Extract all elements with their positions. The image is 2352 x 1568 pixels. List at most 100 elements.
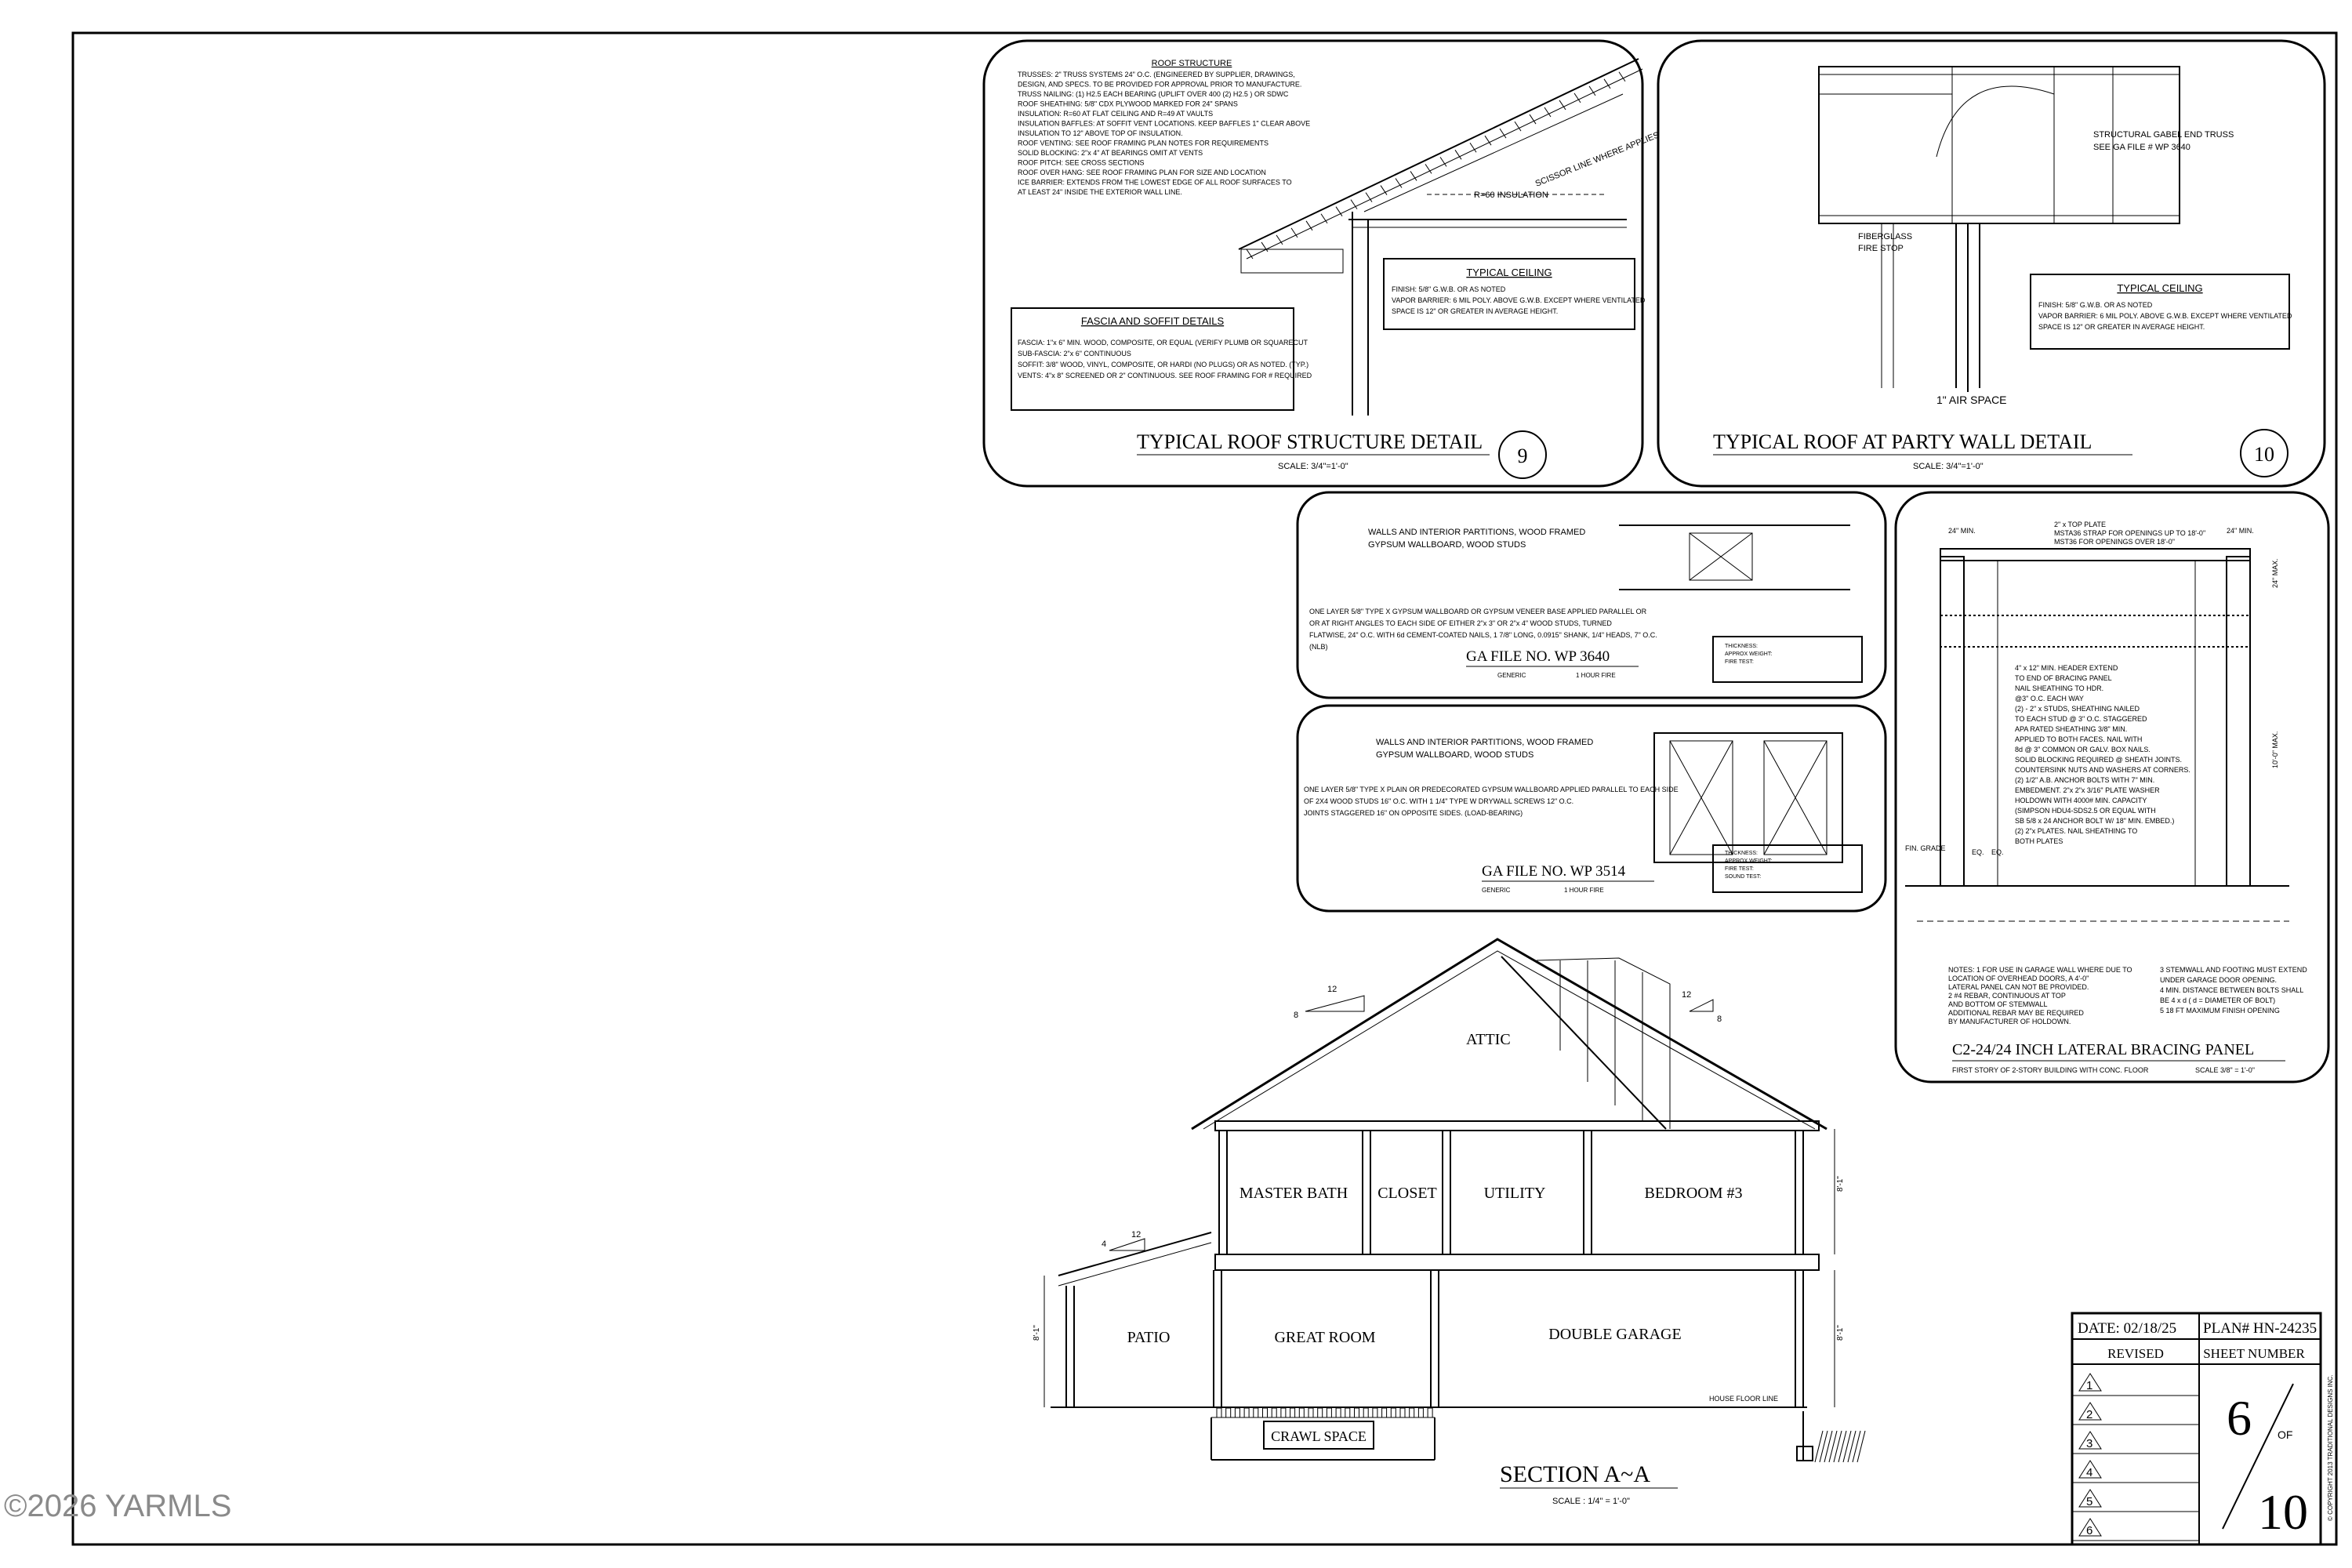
tb-date: DATE: 02/18/25 (2078, 1320, 2176, 1337)
attic-rafter (1501, 956, 1667, 1130)
crawl-joist (1290, 1407, 1296, 1418)
dim-right: 24" MIN. (2227, 527, 2254, 535)
revision-triangle (2078, 1402, 2102, 1421)
ga-3514-heading-2: GYPSUM WALLBOARD, WOOD STUDS (1376, 750, 1534, 760)
tb-copyright: © COPYRIGHT 2013 TRADITIONAL DESIGNS INC… (2327, 1374, 2334, 1521)
height-patio: 8'-1" (1033, 1325, 1041, 1341)
shingle-tick (1380, 185, 1388, 195)
room-closet: CLOSET (1377, 1185, 1437, 1202)
main-roof-inner (1203, 950, 1816, 1130)
tb-slash (2222, 1383, 2294, 1530)
bracing-legend-r-0: 3 STEMWALL AND FOOTING MUST EXTEND (2160, 966, 2307, 974)
ga-3514-info-4: SOUND TEST: (1725, 874, 1761, 880)
second-floor-deck (1214, 1254, 1820, 1271)
detail-10-scale: SCALE: 3/4"=1'-0" (1913, 462, 1984, 471)
shingle-tick (1618, 71, 1626, 82)
ga-3640-desc-0: ONE LAYER 5/8" TYPE X GYPSUM WALLBOARD O… (1309, 608, 1647, 615)
bracing-legend-5: ADDITIONAL REBAR MAY BE REQUIRED (1948, 1009, 2084, 1017)
roof-structure-heading: ROOF STRUCTURE (1152, 59, 1232, 68)
eq-label-2: EQ. (1991, 848, 2004, 856)
room-great-room: GREAT ROOM (1274, 1329, 1375, 1346)
ceiling-note-0: FINISH: 5/8" G.W.B. OR AS NOTED (1392, 285, 1506, 293)
roof-note-4: INSULATION: R=60 AT FLAT CEILING AND R=4… (1018, 110, 1213, 118)
ga-3640-panel: WALLS AND INTERIOR PARTITIONS, WOOD FRAM… (1296, 491, 1887, 699)
bracing-note-7: APPLIED TO BOTH FACES. NAIL WITH (2015, 735, 2142, 743)
detail-10-number: 10 (2254, 443, 2274, 466)
crawl-joist (1409, 1407, 1415, 1418)
grade-hatch-line (1824, 1430, 1833, 1463)
ga-3514-stud-1 (1669, 740, 1733, 855)
revision-number-5: 5 (2086, 1495, 2092, 1508)
patio-roof (1058, 1232, 1212, 1276)
crawl-joist (1271, 1407, 1277, 1418)
shingle-tick (1395, 178, 1403, 188)
ceiling-note-1: VAPOR BARRIER: 6 MIL POLY. ABOVE G.W.B. … (1392, 296, 1646, 304)
detail-9-number-bubble (1498, 430, 1547, 479)
bracing-legend-right: 3 STEMWALL AND FOOTING MUST EXTEND UNDER … (2160, 966, 2307, 1014)
ga-3514-title: GA FILE NO. WP 3514 (1482, 863, 1626, 880)
ga-3514-desc-0: ONE LAYER 5/8" TYPE X PLAIN OR PREDECORA… (1304, 786, 1679, 793)
attic-label: ATTIC (1466, 1031, 1511, 1048)
revision-number-6: 6 (2086, 1524, 2092, 1537)
shingle-tick (1290, 227, 1298, 238)
bracing-subtitle: FIRST STORY OF 2-STORY BUILDING WITH CON… (1952, 1066, 2149, 1074)
ceiling-heading-10: TYPICAL CEILING (2117, 282, 2202, 294)
pitch-4-patio: 4 (1102, 1240, 1106, 1249)
bracing-legend-r-4: 5 18 FT MAXIMUM FINISH OPENING (2160, 1007, 2280, 1014)
crawl-joist (1280, 1407, 1287, 1418)
crawl-joist (1354, 1407, 1359, 1418)
patio-roof-inner (1058, 1242, 1212, 1287)
bracing-note-8: 8d @ 3" COMMON OR GALV. BOX NAILS. (2015, 746, 2151, 753)
pitch-triangle-patio (1109, 1238, 1145, 1251)
sheet-border (71, 31, 2338, 1546)
bracing-legend-left: NOTES: 1 FOR USE IN GARAGE WALL WHERE DU… (1948, 966, 2132, 1025)
revision-number-1: 1 (2086, 1379, 2092, 1392)
crawl-joist (1381, 1407, 1388, 1418)
detail-10-number-bubble (2240, 429, 2288, 477)
tb-total: 10 (2258, 1484, 2308, 1540)
roof-note-2: TRUSS NAILING: (1) H2.5 EACH BEARING (UP… (1018, 90, 1289, 98)
bracing-note-11: (2) 1/2" A.B. ANCHOR BOLTS WITH 7" MIN. (2015, 776, 2154, 784)
pitch-8-right: 8 (1717, 1014, 1722, 1024)
bracing-note-13: HOLDOWN WITH 4000# MIN. CAPACITY (2015, 797, 2147, 804)
soffit-box (1240, 249, 1344, 274)
crawl-joist (1243, 1407, 1250, 1418)
grade-hatch (1814, 1430, 1866, 1463)
ga-3640-desc-2: FLATWISE, 24" O.C. WITH 6d CEMENT-COATED… (1309, 631, 1657, 639)
pitch-12-right: 12 (1682, 990, 1691, 1000)
roof-slope-line (1238, 58, 1639, 250)
fin-grade-label: FIN. GRADE (1905, 844, 1946, 852)
roof-note-12: AT LEAST 24" INSIDE THE EXTERIOR WALL LI… (1018, 188, 1182, 196)
shingle-tick (1365, 192, 1373, 202)
upper-ceiling (1214, 1120, 1820, 1131)
revision-number-4: 4 (2086, 1466, 2092, 1479)
bracing-note-3: @3" O.C. EACH WAY (2015, 695, 2084, 702)
fascia-note-2: SOFFIT: 3/8" WOOD, VINYL, COMPOSITE, OR … (1018, 361, 1308, 368)
bracing-legend-r-1: UNDER GARAGE DOOR OPENING. (2160, 976, 2277, 984)
grade-hatch-line (1857, 1430, 1866, 1463)
ceiling-heading: TYPICAL CEILING (1466, 267, 1552, 278)
bracing-note-0: 4" x 12" MIN. HEADER EXTEND (2015, 664, 2118, 672)
pitch-8-left: 8 (1294, 1011, 1298, 1020)
room-double-garage: DOUBLE GARAGE (1548, 1326, 1681, 1343)
ga-3640-stud-x2 (1689, 532, 1753, 581)
fascia-heading: FASCIA AND SOFFIT DETAILS (1081, 315, 1225, 327)
ga-3640-desc-3: (NLB) (1309, 643, 1328, 651)
crawl-joist (1390, 1407, 1396, 1418)
pitch-triangle-right (1689, 999, 1714, 1012)
height-lower: 8'-1" (1836, 1325, 1845, 1341)
grade-hatch-line (1847, 1430, 1857, 1463)
ga-3514-desc-1: OF 2X4 WOOD STUDS 16" O.C. WITH 1 1/4" T… (1304, 797, 1573, 805)
ga-3514-info-2: APPROX WEIGHT: (1725, 858, 1772, 864)
ga-3640-info-box (1712, 636, 1863, 683)
section-scale: SCALE : 1/4" = 1'-0" (1552, 1497, 1630, 1506)
tb-of: OF (2278, 1428, 2292, 1441)
ga-3514-stud-1-x2 (1669, 740, 1733, 855)
ga-3514-stud-2-x2 (1763, 740, 1828, 855)
grade-hatch-line (1842, 1430, 1852, 1463)
ga-3514-stud-2 (1763, 740, 1828, 855)
crawl-joist (1417, 1407, 1424, 1418)
revision-triangle (2078, 1518, 2102, 1537)
shingle-tick (1588, 85, 1596, 96)
